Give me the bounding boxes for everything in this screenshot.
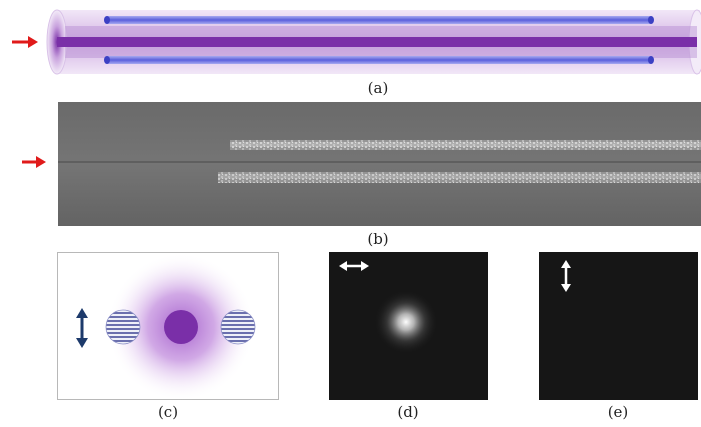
output-image-vertical-panel — [539, 252, 698, 400]
lower-side-channel — [104, 56, 654, 64]
upper-written-track — [230, 140, 701, 150]
right-channel-section — [220, 309, 256, 345]
output-image-horizontal-panel — [329, 252, 488, 400]
lower-written-track — [218, 172, 701, 183]
cross-section-panel — [57, 252, 279, 400]
core-trace — [58, 161, 701, 163]
caption-a: (a) — [367, 79, 389, 97]
caption-d: (d) — [397, 403, 419, 421]
guided-mode-spot — [374, 290, 438, 354]
fiber-schematic-panel — [12, 9, 701, 75]
input-arrow-icon — [12, 36, 38, 48]
horizontal-polarization-arrow-icon — [339, 261, 369, 271]
core-circle — [164, 310, 198, 344]
vertical-polarization-arrow-white-icon — [561, 260, 571, 292]
left-channel-section — [105, 309, 141, 345]
microscope-image-panel — [22, 102, 701, 226]
caption-c: (c) — [157, 403, 179, 421]
caption-b: (b) — [367, 230, 389, 248]
caption-e: (e) — [607, 403, 629, 421]
input-arrow-b-icon — [22, 156, 46, 168]
vertical-polarization-arrow-icon — [76, 308, 88, 348]
microscope-background — [58, 102, 701, 226]
fiber-core — [57, 37, 697, 47]
upper-side-channel — [104, 16, 654, 24]
